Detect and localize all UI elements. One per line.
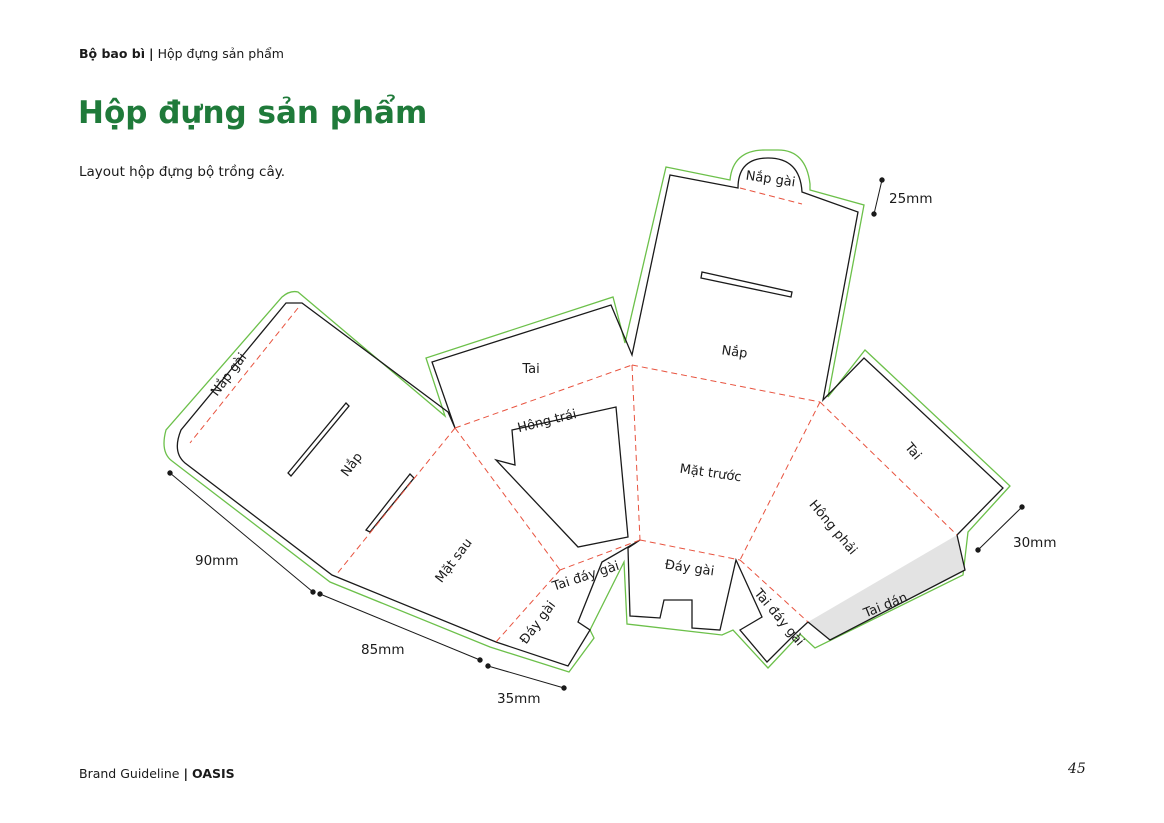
bleed-outline: [163, 149, 1011, 673]
footer-separator: |: [183, 766, 189, 781]
label-day-gai-left: Đáy gài: [517, 599, 559, 648]
page-title: Hộp đựng sản phẩm: [78, 95, 428, 131]
label-hong-phai: Hông phải: [806, 497, 860, 558]
label-nap-left: Nắp: [338, 450, 366, 480]
label-mat-truoc: Mặt trước: [679, 462, 743, 486]
header-section: Bộ bao bì: [79, 46, 146, 61]
label-tai-right: Tai: [901, 440, 924, 464]
dim-90mm: 90mm: [195, 553, 238, 569]
tai-dan-fill: [808, 535, 965, 640]
header-separator: |: [149, 46, 154, 61]
page-number: 45: [1068, 761, 1086, 777]
footer-name: OASIS: [192, 766, 235, 781]
page-subtitle: Layout hộp đựng bộ trồng cây.: [79, 164, 286, 180]
page-header: Bộ bao bì | Hộp đựng sản phẩm: [79, 46, 284, 61]
label-day-gai-bottom: Đáy gài: [664, 558, 715, 580]
dim-35mm: 35mm: [497, 691, 540, 707]
dimension-markers: [167, 177, 1025, 691]
label-mat-sau: Mặt sau: [433, 536, 476, 586]
dim-85mm: 85mm: [361, 642, 404, 658]
header-page: Hộp đựng sản phẩm: [157, 46, 284, 61]
dim-25mm: 25mm: [889, 191, 932, 207]
page-footer: Brand Guideline | OASIS: [79, 766, 235, 781]
label-nap-top: Nắp: [721, 343, 749, 361]
label-hong-trai: Hông trái: [516, 407, 578, 436]
fold-lines: [189, 187, 958, 643]
label-tai-left: Tai: [521, 362, 539, 377]
dim-30mm: 30mm: [1013, 535, 1056, 551]
label-nap-gai-top: Nắp gài: [745, 169, 797, 191]
footer-brand: Brand Guideline: [79, 766, 180, 781]
